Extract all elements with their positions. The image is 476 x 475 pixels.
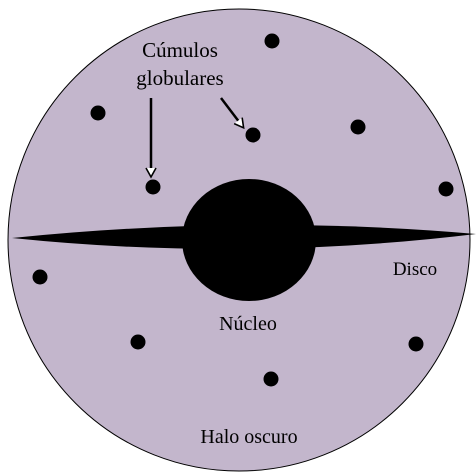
clusters-label-line1: Cúmulos bbox=[142, 38, 218, 62]
globular-cluster-dot bbox=[408, 336, 424, 352]
dark-halo-label: Halo oscuro bbox=[200, 426, 297, 448]
galactic-nucleus bbox=[182, 179, 316, 301]
globular-cluster-dot bbox=[130, 334, 146, 350]
globular-cluster-dot bbox=[263, 371, 279, 387]
globular-cluster-dot bbox=[32, 269, 48, 285]
nucleus-label: Núcleo bbox=[219, 313, 277, 335]
globular-cluster-dot bbox=[245, 127, 261, 143]
clusters-label-line2: globulares bbox=[136, 66, 223, 90]
globular-cluster-dot bbox=[264, 33, 280, 49]
globular-cluster-dot bbox=[90, 105, 106, 121]
globular-cluster-dot bbox=[350, 119, 366, 135]
disk-label: Disco bbox=[393, 259, 437, 280]
globular-cluster-dot bbox=[438, 181, 454, 197]
cluster-arrow-diagonal bbox=[220, 97, 245, 130]
globular-cluster-dot bbox=[145, 179, 161, 195]
